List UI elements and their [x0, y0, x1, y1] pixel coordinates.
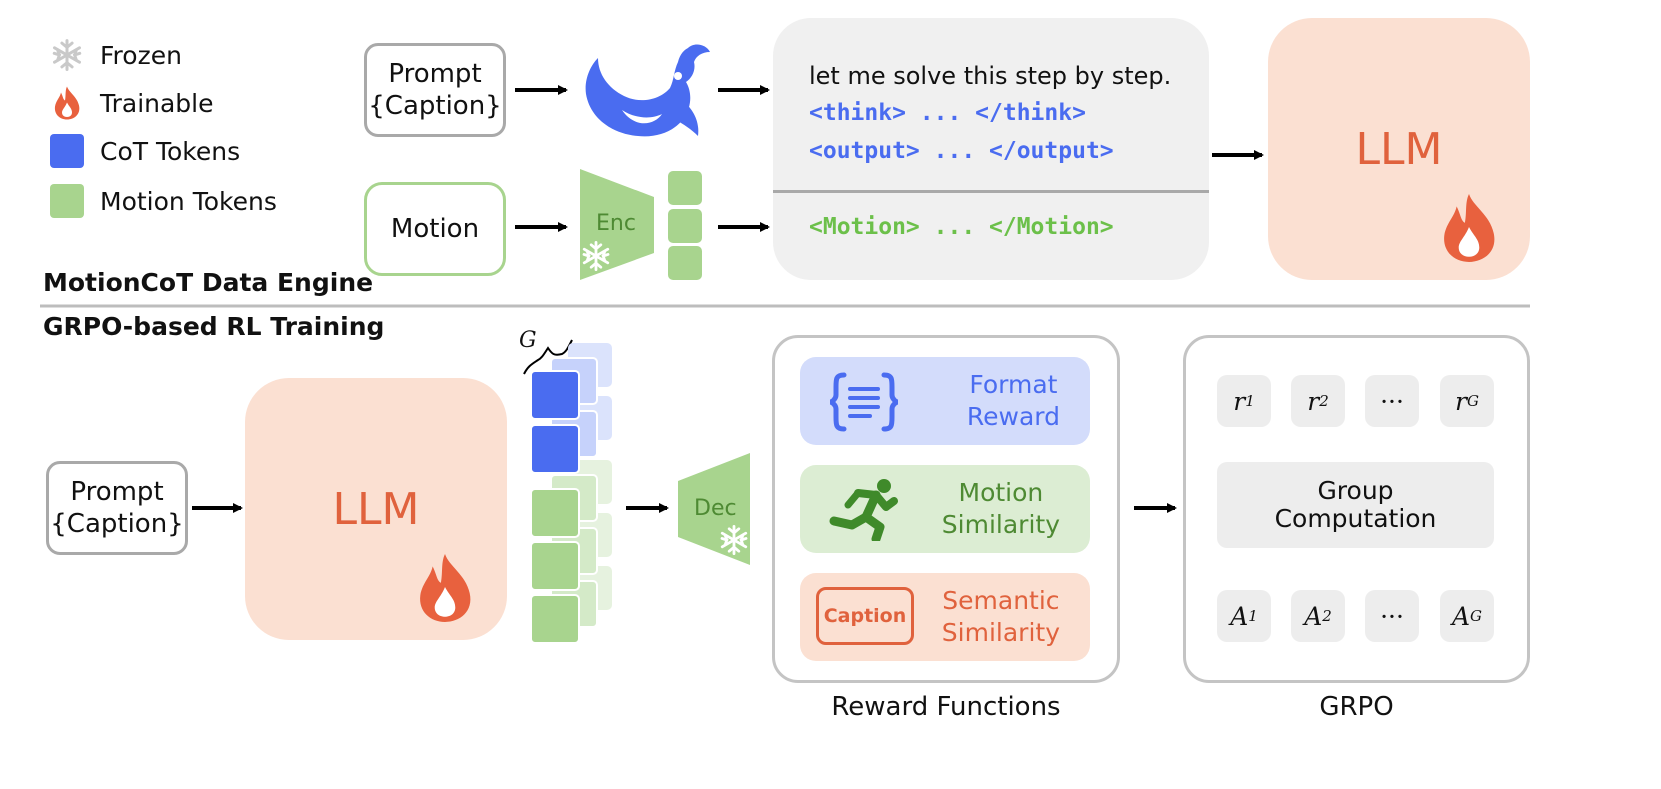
a1-sub: 1: [1248, 607, 1258, 625]
motion-token-swatch: [50, 184, 84, 218]
motion-token: [530, 541, 580, 591]
reward-dots: ···: [1365, 375, 1419, 427]
top-llm-flame-icon: [1438, 192, 1500, 264]
caption-tag-label: Caption: [823, 605, 907, 627]
legend-trainable-label: Trainable: [100, 88, 214, 118]
legend-trainable: Trainable: [50, 86, 214, 120]
top-llm-label: LLM: [1355, 123, 1443, 175]
grpo-caption: GRPO: [1319, 692, 1394, 722]
motion-token: [668, 209, 702, 243]
motion-token: [530, 594, 580, 644]
top-prompt-line1: Prompt: [388, 59, 482, 89]
semantic-line2: Similarity: [941, 618, 1060, 647]
bottom-llm-flame-icon: [414, 552, 476, 624]
bottom-prompt-line1: Prompt: [70, 477, 164, 507]
cot-token: [530, 370, 580, 420]
motion-sim-line1: Motion: [958, 478, 1044, 507]
format-line1: Format: [969, 370, 1058, 399]
bottom-prompt-line2: {Caption}: [50, 509, 184, 539]
motion-sim-line2: Similarity: [941, 510, 1060, 539]
motion-similarity-reward: Motion Similarity: [800, 465, 1090, 553]
top-motion-box: Motion: [364, 182, 506, 276]
encoder-snowflake-icon: [580, 240, 612, 272]
motion-token: [668, 246, 702, 280]
top-motion-label: Motion: [390, 214, 480, 244]
running-figure-icon: [829, 479, 898, 541]
r1-sub: 1: [1245, 392, 1255, 410]
output-tag: <output> ... </output>: [809, 138, 1114, 164]
cot-token-swatch: [50, 134, 84, 168]
legend-frozen: Frozen: [50, 38, 182, 72]
legend-motion-tokens: Motion Tokens: [50, 184, 277, 218]
top-prompt-line2: {Caption}: [368, 91, 502, 121]
semantic-similarity-label: Semantic Similarity: [942, 585, 1060, 649]
panel-divider: [773, 190, 1209, 193]
group-brace: [523, 339, 573, 375]
format-line2: Reward: [966, 402, 1060, 431]
caption-tag-icon: Caption: [816, 587, 914, 645]
r2-sub: 2: [1319, 392, 1329, 410]
top-prompt-box: Prompt {Caption}: [364, 43, 506, 137]
rG-sub: G: [1466, 392, 1479, 410]
legend-frozen-label: Frozen: [100, 40, 182, 70]
group-computation: Group Computation: [1217, 462, 1494, 548]
decoder-shape: [678, 453, 750, 565]
r1-main: r: [1233, 386, 1246, 416]
a1-main: A: [1230, 601, 1249, 631]
aG-sub: G: [1470, 607, 1483, 625]
legend-cot-tokens: CoT Tokens: [50, 134, 240, 168]
whale-icon: [585, 44, 710, 137]
a2-sub: 2: [1322, 607, 1332, 625]
group-line2: Computation: [1274, 504, 1437, 533]
rl-training-title: GRPO-based RL Training: [43, 312, 385, 341]
advantage-dots: ···: [1365, 590, 1419, 642]
r2-main: r: [1307, 386, 1320, 416]
legend-cot-label: CoT Tokens: [100, 136, 241, 166]
encoder-label: Enc: [596, 211, 636, 236]
legend-motion-label: Motion Tokens: [100, 186, 277, 216]
group-label: G: [519, 328, 537, 353]
decoder-snowflake-icon: [718, 524, 750, 556]
format-braces-icon: [829, 372, 899, 432]
motion-token: [668, 171, 702, 205]
reasoning-panel: let me solve this step by step. <think> …: [773, 18, 1209, 280]
aG-main: A: [1451, 601, 1471, 631]
group-line1: Group: [1317, 476, 1394, 505]
format-reward: Format Reward: [800, 357, 1090, 445]
format-reward-label: Format Reward: [967, 369, 1060, 433]
rG-main: r: [1455, 386, 1467, 416]
encoder-shape: [580, 169, 654, 280]
reasoning-intro: let me solve this step by step.: [809, 62, 1172, 90]
semantic-line1: Semantic: [942, 586, 1060, 615]
motion-similarity-label: Motion Similarity: [942, 477, 1060, 541]
decoder-label: Dec: [694, 496, 737, 521]
motion-tag: <Motion> ... </Motion>: [809, 214, 1114, 240]
bottom-prompt-box: Prompt {Caption}: [46, 461, 188, 555]
data-engine-title: MotionCoT Data Engine: [43, 268, 374, 297]
semantic-similarity-reward: Caption Semantic Similarity: [800, 573, 1090, 661]
bottom-llm-label: LLM: [332, 483, 420, 535]
a2-main: A: [1304, 601, 1323, 631]
reward-functions-caption: Reward Functions: [831, 692, 1061, 722]
cot-token: [530, 424, 580, 474]
think-tag: <think> ... </think>: [809, 100, 1086, 126]
motion-token: [530, 488, 580, 538]
